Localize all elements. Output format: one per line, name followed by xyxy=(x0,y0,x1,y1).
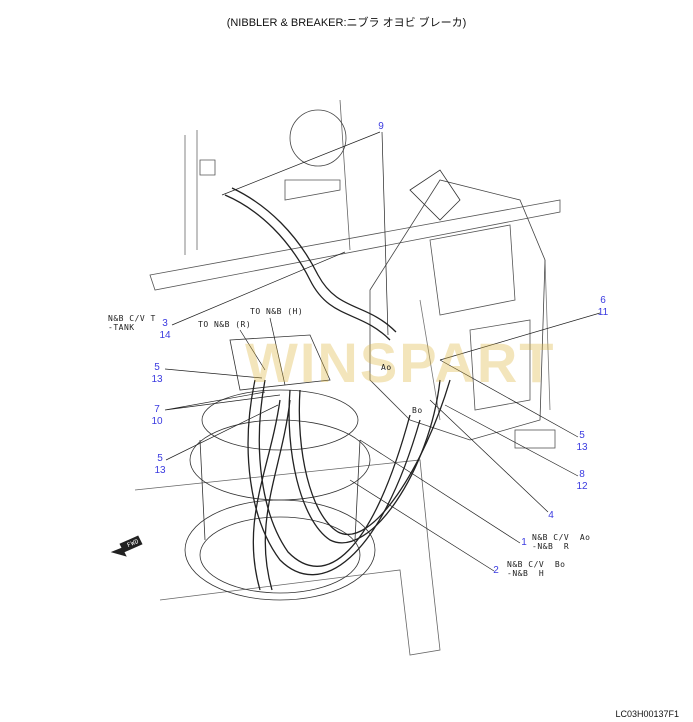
port-ao-label: Ao xyxy=(381,363,392,372)
callout-8: 8 xyxy=(579,469,585,480)
note-part2: N&B C/V Bo -N&B H xyxy=(507,560,566,578)
callout-12: 12 xyxy=(576,481,588,492)
callout-13: 13 xyxy=(154,465,166,476)
diagram-title: (NIBBLER & BREAKER:ニブラ オヨビ ブレーカ) xyxy=(226,17,467,29)
callout-5: 5 xyxy=(579,430,585,441)
callout-4: 4 xyxy=(548,510,554,521)
callout-5: 5 xyxy=(154,362,160,373)
callout-3: 3 xyxy=(162,318,168,329)
callout-14: 14 xyxy=(159,330,171,341)
callout-7: 7 xyxy=(154,404,160,415)
callout-5: 5 xyxy=(157,453,163,464)
callout-1: 1 xyxy=(521,537,527,548)
port-bo-label: Bo xyxy=(412,406,423,415)
note-to-r: TO N&B (R) xyxy=(198,320,252,329)
callout-6: 6 xyxy=(600,295,606,306)
callout-11: 11 xyxy=(597,307,609,318)
note-to-h: TO N&B (H) xyxy=(250,307,304,316)
note-part1: N&B C/V Ao -N&B R xyxy=(532,533,591,551)
drawing-code: LC03H00137F1 xyxy=(615,709,679,719)
callout-13: 13 xyxy=(576,442,588,453)
note-tank: N&B C/V T -TANK xyxy=(108,314,156,332)
fwd-arrow-icon xyxy=(110,535,143,557)
callout-2: 2 xyxy=(493,565,499,576)
callout-13: 13 xyxy=(151,374,163,385)
callout-10: 10 xyxy=(151,416,163,427)
callout-9: 9 xyxy=(378,121,384,132)
watermark: WINSPART xyxy=(245,331,556,394)
